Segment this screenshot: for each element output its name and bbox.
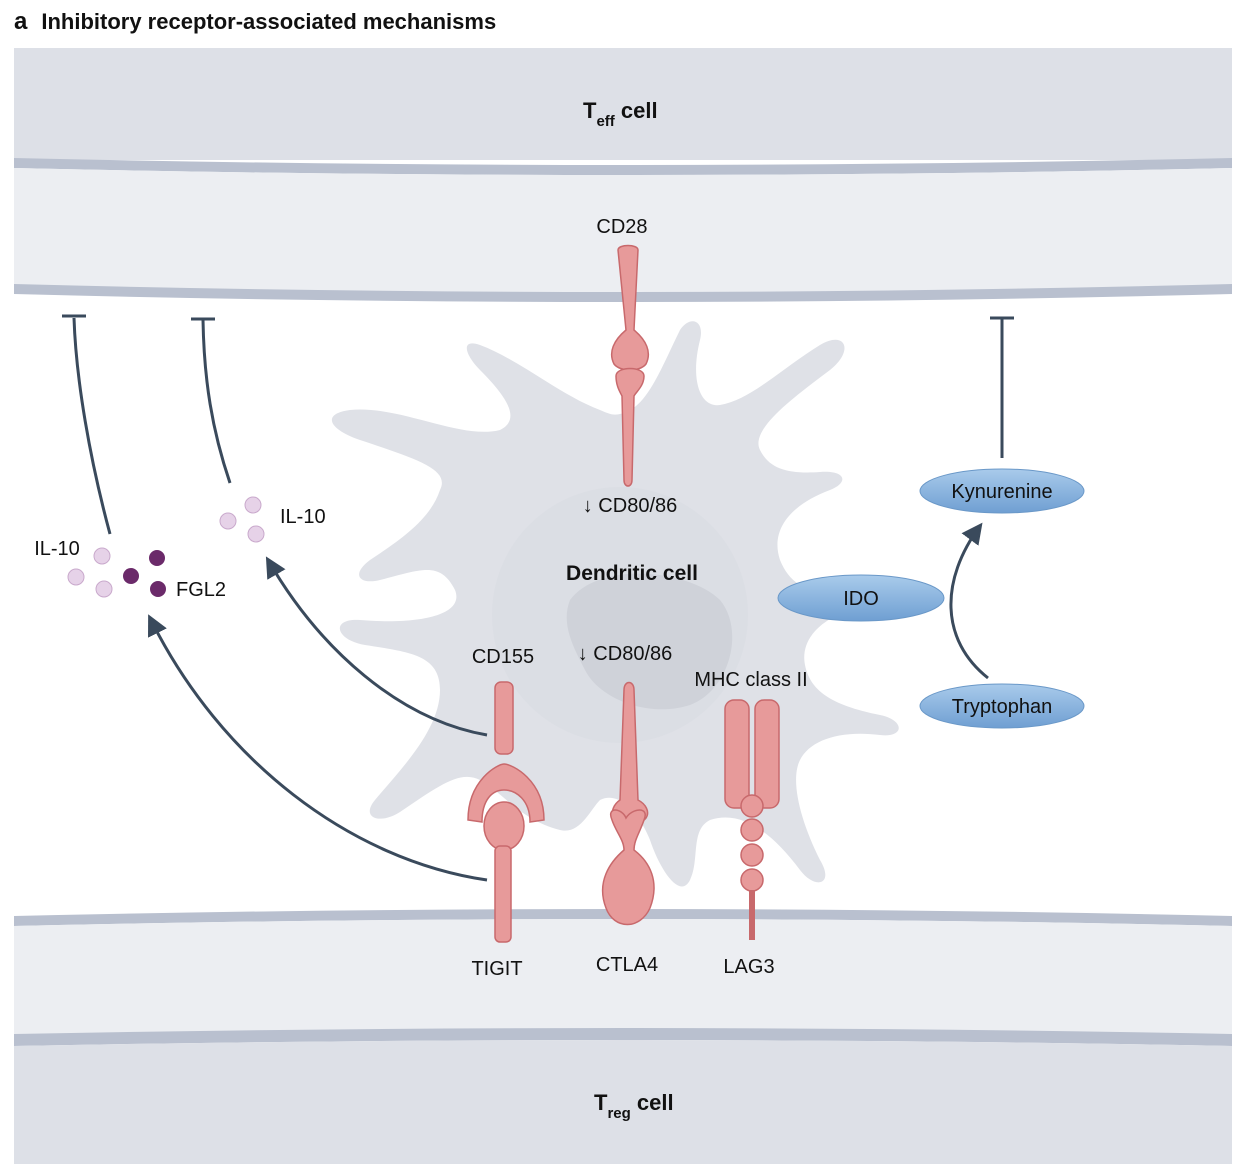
- secretion-arrows: [62, 314, 1014, 882]
- cytokine-cluster-left: IL-10 FGL2: [34, 538, 226, 601]
- cd80-86-top-label: ↓ CD80/86: [583, 495, 678, 517]
- kynurenine-label: Kynurenine: [951, 481, 1052, 503]
- lag3-mhc2-complex: MHC class II LAG3: [694, 669, 807, 978]
- figure-title: Inhibitory receptor-associated mechanism…: [41, 9, 497, 34]
- lag3-stalk: [749, 890, 755, 940]
- dendritic-cell-label: Dendritic cell: [566, 562, 698, 585]
- inhibit-il10-stem: [201, 319, 232, 484]
- tryptophan-node: [919, 683, 1085, 729]
- cd28-cd80-complex: CD28 ↓ CD80/86: [583, 216, 678, 517]
- teff-membrane-upper: [14, 158, 1232, 175]
- il10-particle: [67, 568, 85, 586]
- lag3-domain-2: [740, 818, 764, 842]
- ctla4-cd80-complex: ↓ CD80/86 CTLA4: [578, 643, 673, 976]
- lag3-domain-3: [740, 843, 764, 867]
- teff-cell-label: Teff cell: [583, 98, 658, 130]
- mhc2-alpha-chain: [724, 699, 750, 809]
- ctla4-label: CTLA4: [596, 954, 658, 976]
- cd28-label: CD28: [596, 216, 647, 238]
- arrow-tigit-to-il10-fgl2: [148, 614, 488, 882]
- il10-particle: [244, 496, 262, 514]
- cd80-86-mid-label: ↓ CD80/86: [578, 643, 673, 665]
- tigit-cd155-complex: CD155 TIGIT: [467, 646, 545, 980]
- lag3-label: LAG3: [723, 956, 774, 978]
- lag3-domain-4: [740, 868, 764, 892]
- lag3-domain-1: [740, 794, 764, 818]
- treg-cell-label: Treg cell: [594, 1090, 674, 1122]
- tigit-stalk: [494, 845, 512, 943]
- ido-label: IDO: [843, 588, 879, 610]
- il10-left-label: IL-10: [34, 538, 80, 560]
- teff-cytoplasm: [14, 48, 1232, 160]
- panel-letter: a: [14, 8, 28, 35]
- fgl2-particle: [150, 581, 166, 597]
- dendritic-cell-nucleus: [566, 573, 733, 710]
- cd155-stalk: [494, 681, 514, 755]
- treg-membrane-interior: [14, 919, 1232, 1036]
- cd155-label: CD155: [472, 646, 534, 668]
- ido-pathway: Kynurenine IDO Tryptophan: [777, 468, 1085, 729]
- arrow-tryptophan-to-kynurenine: [949, 522, 989, 680]
- il10-right-label: IL-10: [280, 506, 326, 528]
- tigit-head: [483, 801, 525, 851]
- tryptophan-label: Tryptophan: [952, 696, 1052, 718]
- mhc2-label: MHC class II: [694, 669, 807, 691]
- treg-cell: Treg cell: [14, 909, 1232, 1164]
- arrow-tigit-to-il10: [265, 556, 488, 737]
- il10-particle: [247, 525, 265, 543]
- kynurenine-node: [919, 468, 1085, 514]
- teff-membrane-interior: [14, 168, 1232, 293]
- fgl2-label: FGL2: [176, 579, 226, 601]
- cd80-86-ligand-top: [615, 367, 645, 487]
- il10-particle: [95, 580, 113, 598]
- figure-header: a Inhibitory receptor-associated mechanis…: [14, 8, 496, 36]
- ctla4-receptor: [601, 809, 655, 926]
- treg-cytoplasm: [14, 1040, 1232, 1164]
- cytokine-cluster-right: IL-10: [219, 496, 326, 543]
- fgl2-particle: [123, 568, 139, 584]
- mhc2-beta-chain: [754, 699, 780, 809]
- tigit-label: TIGIT: [471, 958, 522, 980]
- cd155-cup: [467, 763, 545, 823]
- il10-particle: [219, 512, 237, 530]
- inhibit-il10-fgl2-stem: [72, 317, 112, 535]
- teff-cell: Teff cell: [14, 48, 1232, 302]
- cd28-receptor: [610, 244, 650, 371]
- il10-particle: [93, 547, 111, 565]
- fgl2-particle: [149, 550, 165, 566]
- ido-node: [777, 574, 945, 622]
